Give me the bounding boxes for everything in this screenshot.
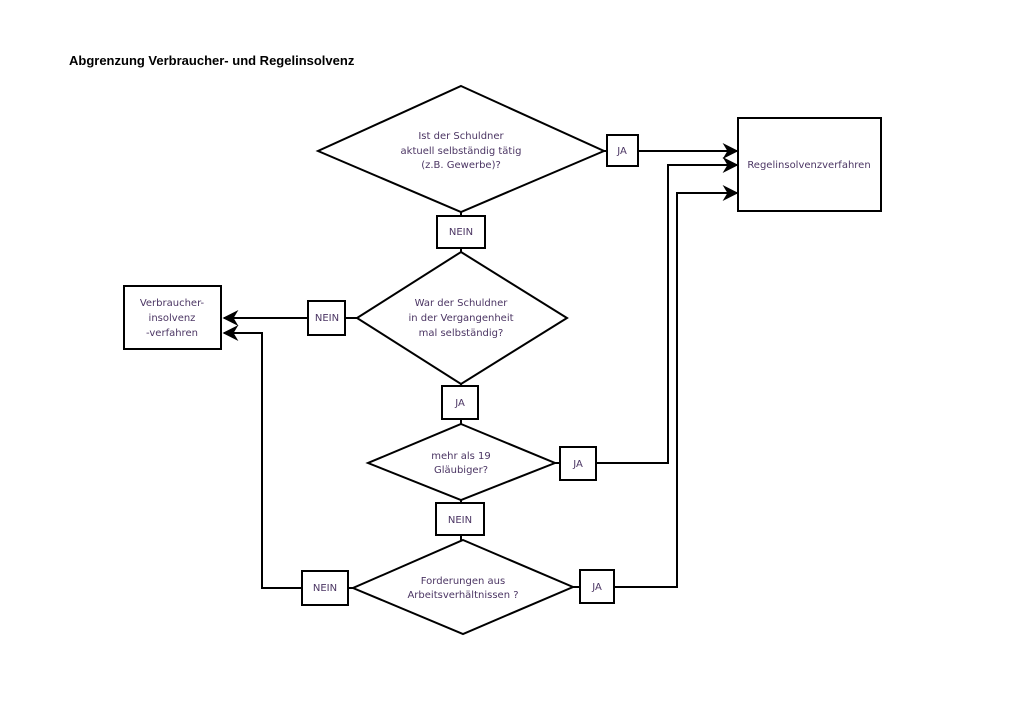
q1-line-2: aktuell selbständig tätig [401,146,522,157]
svg-text:insolvenz: insolvenz [149,313,196,324]
label-q2-nein: NEIN [307,300,346,336]
q1-line-1: Ist der Schuldner [418,131,504,142]
q3-line-2: Gläubiger? [434,465,488,476]
svg-text:NEIN: NEIN [315,313,339,324]
q4-line-2: Arbeitsverhältnissen ? [407,590,518,601]
decision-employment-claims: Forderungen aus Arbeitsverhältnissen ? [350,538,576,636]
svg-text:JA: JA [591,582,602,593]
q2-line-1: War der Schuldner [415,298,509,309]
label-q4-ja: JA [579,569,615,604]
outcome-regelinsolvenzverfahren: Regelinsolvenzverfahren [737,117,882,212]
edge-q3-ja-to-regel [596,157,739,464]
label-q1-nein: NEIN [436,215,486,249]
outcome-verbraucherinsolvenzverfahren: Verbraucher- insolvenz -verfahren [123,285,222,350]
label-q1-ja: JA [606,134,639,167]
label-q3-ja: JA [559,446,597,481]
decision-previously-self-employed: War der Schuldner in der Vergangenheit m… [355,250,569,386]
svg-text:NEIN: NEIN [313,583,337,594]
svg-text:JA: JA [572,459,583,470]
svg-text:NEIN: NEIN [448,515,472,526]
decision-more-than-19-creditors: mehr als 19 Gläubiger? [365,422,558,502]
edge-q4-nein-to-verbraucher [222,325,302,589]
svg-text:JA: JA [454,398,465,409]
svg-text:Verbraucher-: Verbraucher- [140,298,205,309]
svg-text:NEIN: NEIN [449,227,473,238]
label-q2-ja: JA [441,385,479,420]
edge-q4-ja-to-regel [614,185,739,588]
q2-line-3: mal selbständig? [419,328,504,339]
q4-line-1: Forderungen aus [421,576,505,587]
svg-text:-verfahren: -verfahren [146,328,198,339]
page-title: Abgrenzung Verbraucher- und Regelinsolve… [69,53,355,68]
q2-line-2: in der Vergangenheit [408,313,513,324]
decision-currently-self-employed: Ist der Schuldner aktuell selbständig tä… [315,84,607,214]
svg-text:JA: JA [616,146,627,157]
q3-line-1: mehr als 19 [431,451,491,462]
q1-line-3: (z.B. Gewerbe)? [421,160,501,171]
label-q3-nein: NEIN [435,502,485,536]
svg-text:Regelinsolvenzverfahren: Regelinsolvenzverfahren [747,160,870,171]
label-q4-nein: NEIN [301,570,349,606]
